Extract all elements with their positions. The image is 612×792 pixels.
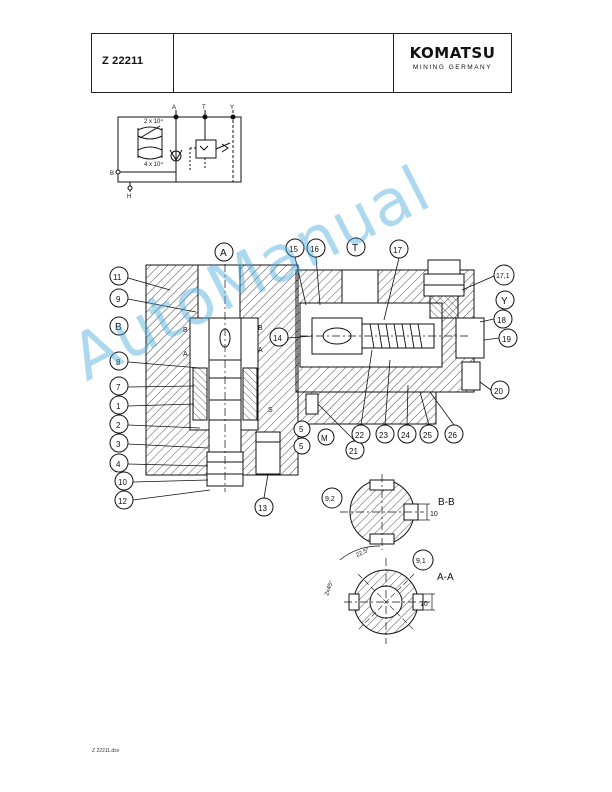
label-8: 8 xyxy=(116,358,121,367)
bb-dim: 10 xyxy=(430,511,438,518)
bb-label: B-B xyxy=(438,497,455,508)
valve-section xyxy=(145,248,485,492)
label-9: 9 xyxy=(116,295,121,304)
callout-9-1 xyxy=(412,549,434,571)
drawing-code: Z 22211 xyxy=(102,55,144,67)
label-a: A xyxy=(220,248,227,259)
section-b-b xyxy=(340,474,430,550)
callout-b xyxy=(109,316,129,336)
aa-label: A-A xyxy=(437,572,454,583)
callout-11 xyxy=(109,266,129,286)
logo-cell: KOMATSU MINING GERMANY xyxy=(393,34,511,92)
label-y: Y xyxy=(501,296,508,307)
port-y-label: Y xyxy=(230,105,234,111)
callout-5b xyxy=(293,437,311,455)
section-a-a xyxy=(339,545,435,644)
callout-a xyxy=(214,242,234,262)
label-19: 19 xyxy=(502,335,511,344)
aa-dim: 10 xyxy=(420,601,428,608)
hydraulic-schematic xyxy=(115,110,242,192)
label-m: M xyxy=(321,434,328,443)
callout-3 xyxy=(109,433,129,453)
port-h-label: H xyxy=(127,194,131,200)
label-18: 18 xyxy=(497,316,506,325)
callout-2 xyxy=(109,414,129,434)
label-24: 24 xyxy=(401,431,410,440)
callout-17-1 xyxy=(493,264,515,286)
label-23: 23 xyxy=(379,431,388,440)
label-9-1: 9,1 xyxy=(416,558,426,565)
label-14: 14 xyxy=(273,334,282,343)
section-mark-b2: B xyxy=(258,325,263,332)
callout-y xyxy=(495,290,515,310)
label-9-2: 9,2 xyxy=(325,496,335,503)
callout-14 xyxy=(269,327,289,347)
label-26: 26 xyxy=(448,431,457,440)
label-1: 1 xyxy=(116,402,121,411)
angle-label-2: 2x45° xyxy=(324,580,335,597)
label-7: 7 xyxy=(116,383,121,392)
label-22: 22 xyxy=(355,431,364,440)
label-17-1: 17,1 xyxy=(496,273,510,280)
label-b: B xyxy=(115,322,122,333)
label-15: 15 xyxy=(289,245,298,254)
port-a-label: A xyxy=(172,105,176,111)
label-13: 13 xyxy=(258,504,267,513)
title-block: Z 22211 KOMATSU MINING GERMANY xyxy=(91,33,512,93)
port-t-label: T xyxy=(202,105,206,111)
label-3: 3 xyxy=(116,440,121,449)
callout-4 xyxy=(109,453,129,473)
section-mark-a2: A xyxy=(258,347,263,354)
code-cell: Z 22211 xyxy=(92,34,174,92)
label-21: 21 xyxy=(349,447,358,456)
brand-subtitle: MINING GERMANY xyxy=(412,64,493,71)
callout-labels: A 15 16 T 17 17,1 Y 18 19 20 11 9 B 8 7 … xyxy=(113,243,511,565)
callout-5a xyxy=(293,420,311,438)
callout-m xyxy=(317,428,335,446)
orifice-top-label: 2 x 10⁴ xyxy=(144,118,163,125)
callout-7 xyxy=(109,376,129,396)
callout-10 xyxy=(114,471,134,491)
section-mark-b: B xyxy=(183,327,188,334)
angle-label: 22,5° xyxy=(355,547,371,559)
label-5a: 5 xyxy=(299,425,304,434)
label-s: S xyxy=(268,407,273,414)
orifice-bottom-label: 4 x 10⁴ xyxy=(144,161,163,168)
callout-9 xyxy=(109,288,129,308)
label-20: 20 xyxy=(494,387,503,396)
brand-logo: KOMATSU xyxy=(409,44,496,62)
label-11: 11 xyxy=(113,273,122,282)
footer-filename: Z 22211.dsv xyxy=(92,748,120,754)
callout-8 xyxy=(109,351,129,371)
label-2: 2 xyxy=(116,421,121,430)
label-10: 10 xyxy=(118,478,127,487)
port-b-label: B xyxy=(110,171,114,177)
callout-9-2 xyxy=(321,487,343,509)
label-25: 25 xyxy=(423,431,432,440)
callouts xyxy=(109,237,518,571)
label-t: T xyxy=(352,243,358,254)
callout-1 xyxy=(109,395,129,415)
section-mark-a: A xyxy=(183,351,188,358)
label-5b: 5 xyxy=(299,442,304,451)
label-4: 4 xyxy=(116,460,121,469)
label-16: 16 xyxy=(310,245,319,254)
label-17: 17 xyxy=(393,246,402,255)
callout-t xyxy=(346,237,366,257)
leader-lines xyxy=(127,256,500,501)
label-12: 12 xyxy=(118,497,127,506)
